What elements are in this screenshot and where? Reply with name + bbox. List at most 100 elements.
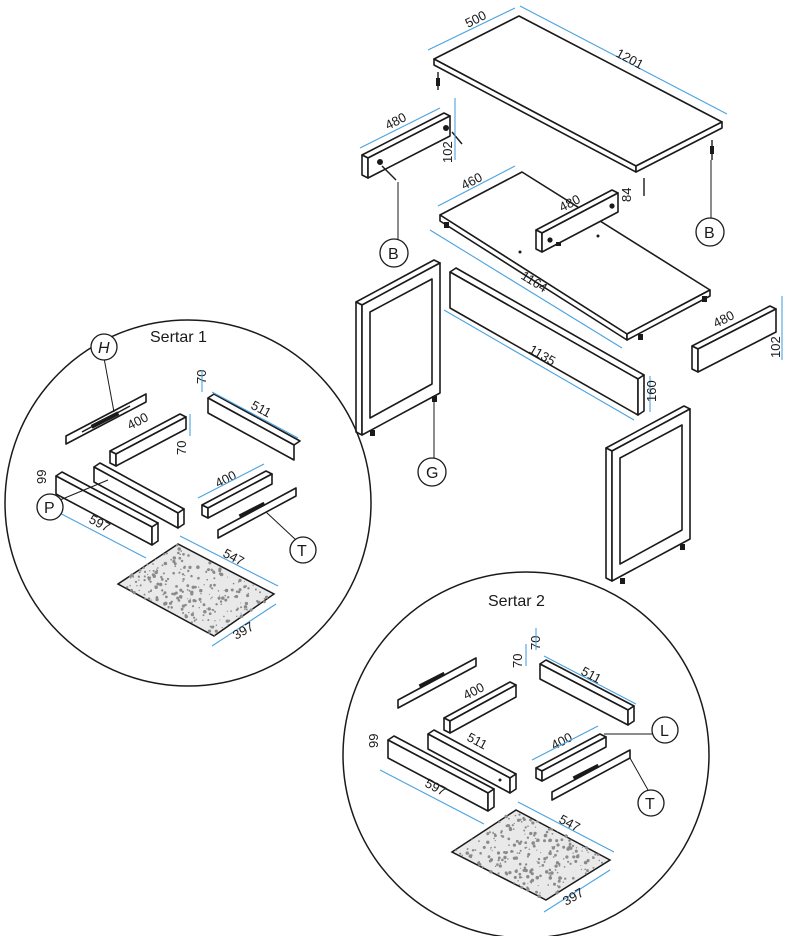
speckle-dot: [172, 559, 176, 564]
speckle-dot: [466, 848, 469, 850]
speckle-dot: [550, 827, 554, 831]
speckle-dot: [225, 619, 229, 623]
speckle-dot: [548, 851, 552, 856]
speckle-dot: [142, 566, 145, 569]
speckle-dot: [500, 831, 503, 834]
speckle-dot: [221, 596, 225, 600]
speckle-dot: [237, 590, 241, 594]
speckle-dot: [565, 855, 569, 859]
speckle-dot: [132, 576, 135, 578]
desk-top-panel: [433, 15, 723, 196]
speckle-dot: [518, 862, 522, 866]
speckle-dot: [515, 856, 518, 859]
speckle-dot: [182, 580, 184, 583]
speckle-dot: [156, 568, 158, 570]
speckle-dot: [227, 576, 229, 578]
speckle-dot: [585, 848, 587, 850]
speckle-dot: [156, 569, 159, 572]
speckle-dot: [182, 552, 185, 556]
speckle-dot: [188, 589, 191, 592]
speckle-dot: [526, 888, 530, 892]
speckle-dot: [482, 845, 486, 849]
speckle-dot: [521, 876, 523, 879]
speckle-dot: [163, 602, 167, 606]
speckle-dot: [179, 588, 183, 592]
speckle-dot: [190, 612, 195, 617]
speckle-dot: [523, 829, 526, 832]
speckle-dot: [571, 876, 575, 880]
speckle-dot: [511, 850, 514, 853]
speckle-dot: [562, 845, 566, 849]
speckle-dot: [243, 605, 248, 609]
speckle-dot: [187, 554, 190, 557]
speckle-dot: [556, 849, 559, 853]
speckle-dot: [237, 581, 240, 583]
speckle-dot: [147, 573, 149, 576]
speckle-dot: [512, 856, 517, 860]
speckle-dot: [137, 575, 141, 578]
speckle-dot: [243, 585, 247, 589]
speckle-dot: [535, 837, 537, 840]
speckle-dot: [556, 885, 559, 887]
speckle-dot: [543, 857, 547, 861]
shelf-rail: [535, 189, 619, 253]
speckle-dot: [176, 596, 180, 600]
speckle-dot: [164, 583, 167, 586]
speckle-dot: [208, 612, 212, 616]
dim-shelf-rail-height: 84: [619, 188, 634, 202]
speckle-dot: [519, 849, 522, 852]
speckle-dot: [198, 586, 200, 588]
speckle-dot: [202, 603, 206, 607]
speckle-dot: [224, 588, 229, 593]
speckle-dot: [252, 584, 254, 586]
speckle-dot: [190, 574, 193, 578]
speckle-dot: [520, 821, 523, 823]
speckle-dot: [219, 600, 223, 603]
speckle-dot: [503, 850, 506, 854]
speckle-dot: [564, 877, 567, 880]
callout-l-text: L: [660, 723, 669, 740]
speckle-dot: [198, 599, 201, 602]
speckle-dot: [213, 577, 216, 580]
speckle-dot: [552, 856, 555, 858]
speckle-dot: [147, 597, 151, 600]
speckle-dot: [493, 834, 497, 838]
speckle-dot: [221, 626, 223, 629]
speckle-dot: [144, 597, 147, 600]
speckle-dot: [159, 582, 163, 587]
speckle-dot: [512, 828, 515, 830]
speckle-dot: [161, 564, 164, 567]
speckle-dot: [182, 611, 185, 615]
speckle-dot: [526, 874, 530, 879]
speckle-dot: [181, 573, 185, 576]
speckle-dot: [461, 854, 463, 856]
speckle-dot: [190, 592, 194, 596]
speckle-dot: [147, 590, 150, 593]
speckle-dot: [203, 584, 205, 586]
speckle-dot: [508, 826, 512, 830]
speckle-dot: [149, 589, 153, 593]
speckle-dot: [580, 865, 582, 866]
speckle-dot: [230, 610, 232, 612]
speckle-dot: [552, 882, 557, 886]
speckle-dot: [501, 858, 504, 862]
drawer-1-side-length: 400: [125, 409, 151, 432]
speckle-dot: [224, 594, 227, 597]
speckle-dot: [214, 634, 216, 636]
speckle-dot: [166, 577, 170, 581]
speckle-dot: [139, 584, 142, 587]
speckle-dot: [167, 605, 169, 608]
speckle-dot: [202, 619, 204, 621]
speckle-dot: [543, 833, 548, 838]
speckle-dot: [207, 629, 212, 633]
speckle-dot: [154, 570, 158, 575]
speckle-dot: [575, 847, 578, 849]
speckle-dot: [529, 831, 533, 836]
speckle-dot: [188, 565, 192, 570]
speckle-dot: [468, 853, 470, 855]
speckle-dot: [134, 580, 138, 584]
speckle-dot: [152, 563, 154, 565]
speckle-dot: [259, 591, 261, 594]
speckle-dot: [486, 840, 490, 844]
